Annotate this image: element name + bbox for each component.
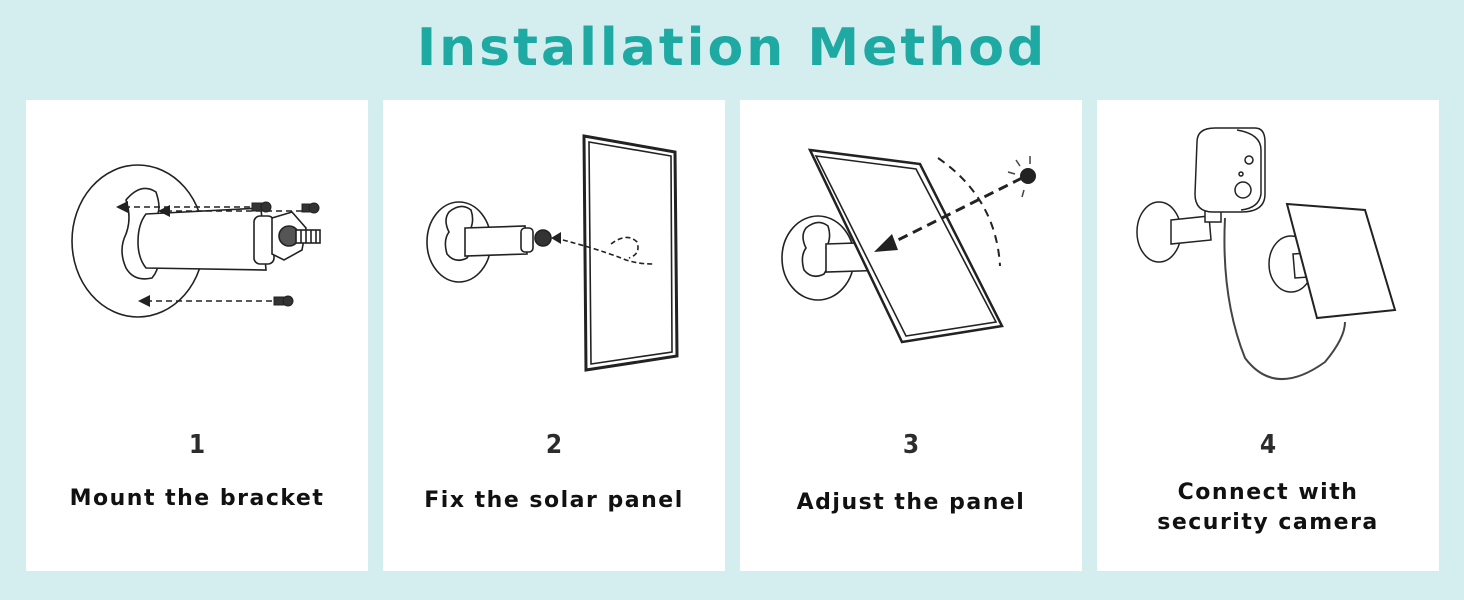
step-label: Mount the bracket bbox=[26, 484, 368, 514]
step-label-line: Adjust the panel bbox=[796, 490, 1026, 515]
step-card-3: 3 Adjust the panel bbox=[740, 100, 1082, 571]
step-number: 2 bbox=[545, 430, 563, 460]
step-number: 1 bbox=[188, 430, 206, 460]
bracket-mount-illustration bbox=[71, 164, 321, 318]
step-label-line: Mount the bracket bbox=[69, 486, 325, 511]
step-label: Connect with security camera bbox=[1097, 478, 1439, 538]
step-card-4: 4 Connect with security camera bbox=[1097, 100, 1439, 571]
camera-connect-illustration bbox=[1136, 127, 1397, 381]
step-label-line: Fix the solar panel bbox=[424, 488, 684, 513]
step-label: Fix the solar panel bbox=[383, 486, 725, 516]
solar-panel-fix-illustration bbox=[426, 134, 679, 372]
page-title: Installation Method bbox=[416, 18, 1048, 78]
panel-adjust-illustration bbox=[781, 148, 1036, 344]
step-label: Adjust the panel bbox=[740, 488, 1082, 518]
step-number: 4 bbox=[1259, 430, 1277, 460]
step-card-2: 2 Fix the solar panel bbox=[383, 100, 725, 571]
step-card-1: 1 Mount the bracket bbox=[26, 100, 368, 571]
step-label-line: security camera bbox=[1157, 510, 1379, 535]
step-number: 3 bbox=[902, 430, 920, 460]
step-label-line: Connect with bbox=[1177, 480, 1359, 505]
